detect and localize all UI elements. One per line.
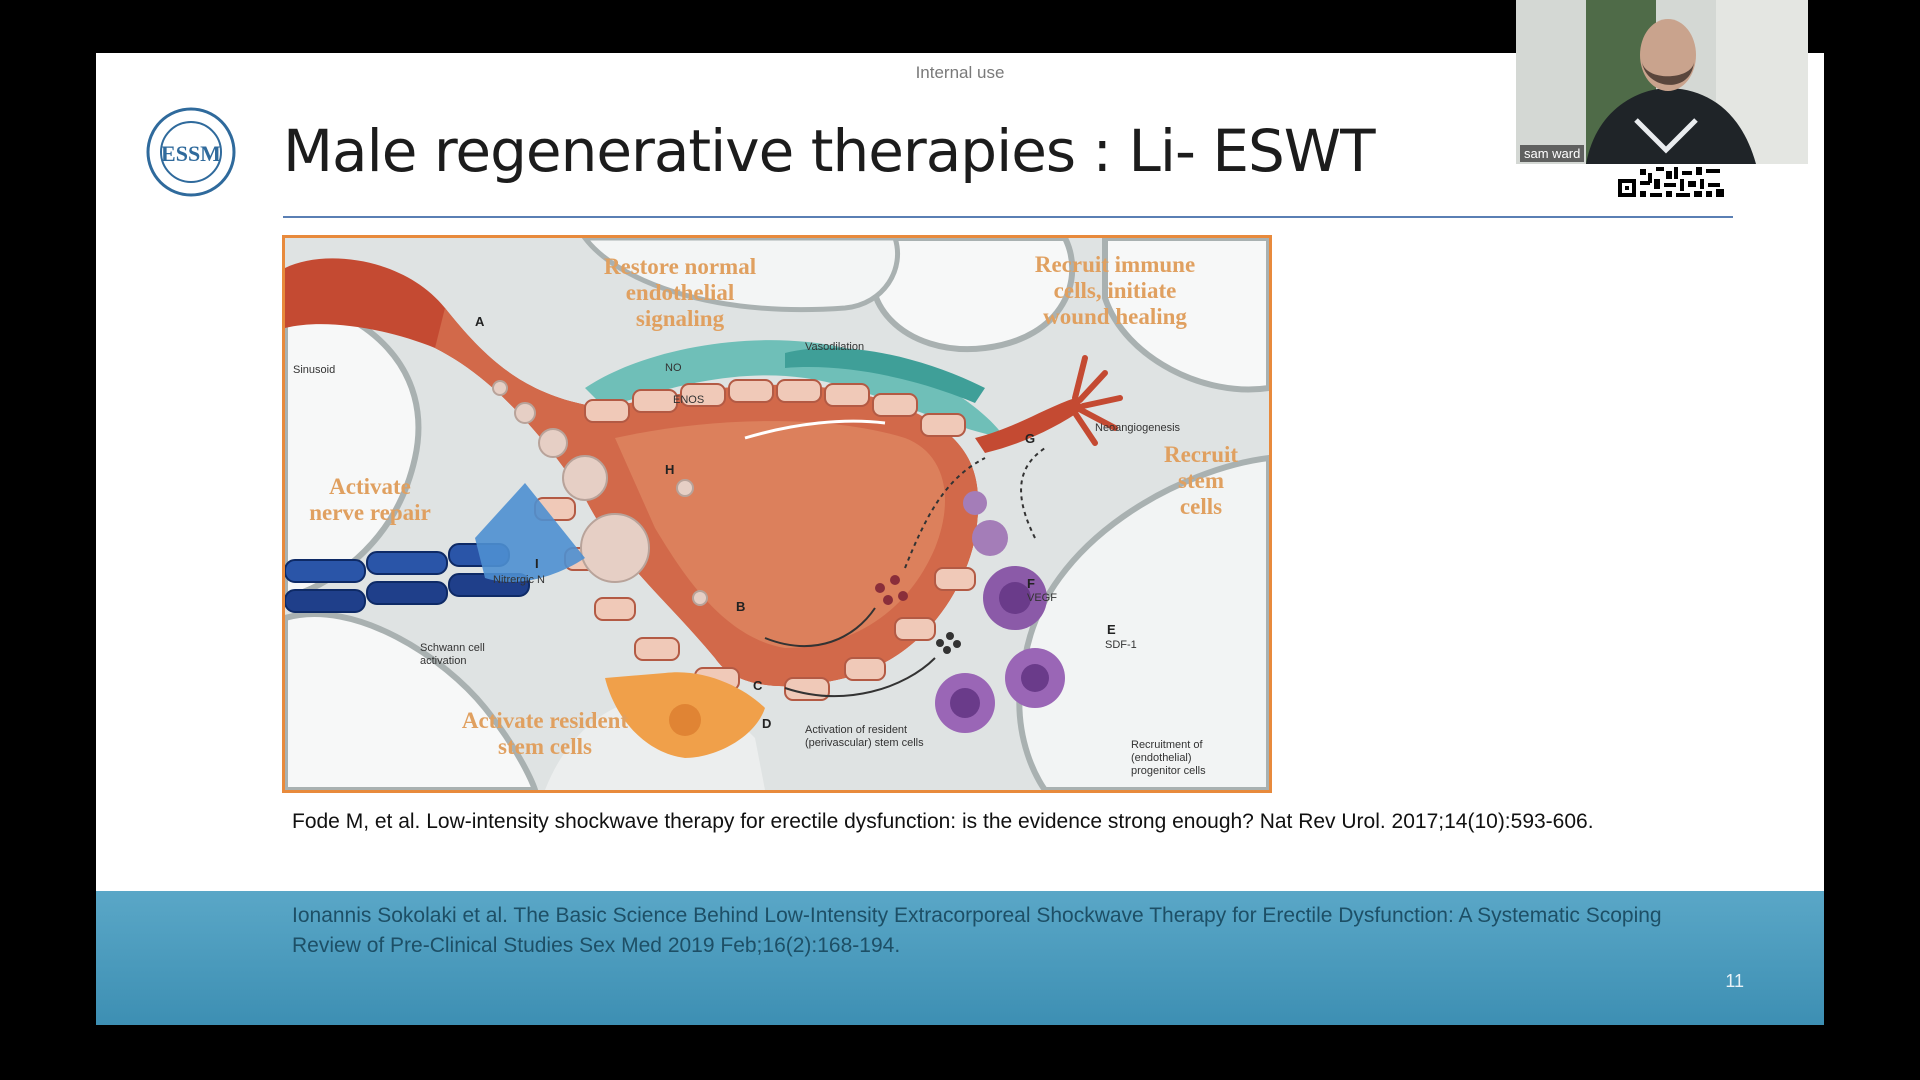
heading-stem-3: cells: [1180, 494, 1222, 519]
marker-c: C: [753, 678, 763, 693]
classification-label: Internal use: [915, 63, 1005, 82]
label-nitrergic: Nitrergic N: [493, 574, 545, 586]
qr-code: [1616, 165, 1728, 199]
label-vasodilation: Vasodilation: [805, 341, 864, 353]
marker-d: D: [762, 716, 771, 731]
marker-g: G: [1025, 431, 1035, 446]
title-divider: [283, 216, 1733, 218]
heading-resident-2: stem cells: [498, 734, 592, 759]
heading-nerve-2: nerve repair: [309, 500, 431, 525]
presentation-slide: Internal use ESSM Male regenerative ther…: [96, 53, 1824, 1025]
label-recruitment-3: progenitor cells: [1131, 765, 1206, 777]
label-schwann-2: activation: [420, 655, 466, 667]
participant-name: sam ward: [1520, 145, 1585, 162]
label-enos: ENOS: [673, 394, 704, 406]
heading-immune-3: wound healing: [1043, 304, 1187, 329]
heading-stem-2: stem: [1178, 468, 1224, 493]
heading-endothelial-1: Restore normal: [604, 254, 756, 279]
reference-text: Ionannis Sokolaki et al. The Basic Scien…: [292, 904, 1662, 957]
label-vegf: VEGF: [1027, 592, 1057, 604]
marker-e: E: [1107, 622, 1116, 637]
reference-band: Ionannis Sokolaki et al. The Basic Scien…: [96, 891, 1824, 1025]
marker-i: I: [535, 556, 539, 571]
heading-immune-1: Recruit immune: [1035, 252, 1195, 277]
slide-title: Male regenerative therapies : Li- ESWT: [283, 117, 1376, 185]
essm-logo: ESSM: [146, 107, 236, 197]
heading-immune-2: cells, initiate: [1054, 278, 1177, 303]
heading-endothelial-2: endothelial: [626, 280, 735, 305]
label-sdf: SDF-1: [1105, 639, 1137, 651]
figure-citation: Fode M, et al. Low-intensity shockwave t…: [292, 810, 1594, 833]
label-schwann-1: Schwann cell: [420, 642, 485, 654]
participant-video: [1516, 0, 1808, 164]
marker-b: B: [736, 599, 745, 614]
li-eswt-mechanism-figure: Restore normal endothelial signaling Rec…: [282, 235, 1272, 793]
heading-endothelial-3: signaling: [636, 306, 725, 331]
label-recruitment-2: (endothelial): [1131, 752, 1192, 764]
label-resident-2: (perivascular) stem cells: [805, 737, 924, 749]
heading-resident-1: Activate resident: [462, 708, 629, 733]
label-resident-1: Activation of resident: [805, 724, 907, 736]
svg-text:ESSM: ESSM: [161, 141, 221, 166]
marker-f: F: [1027, 576, 1035, 591]
label-recruitment-1: Recruitment of: [1131, 739, 1203, 751]
label-sinusoid: Sinusoid: [293, 364, 335, 376]
label-neoangiogenesis: Neoangiogenesis: [1095, 422, 1181, 434]
heading-nerve-1: Activate: [329, 474, 411, 499]
marker-a: A: [475, 314, 485, 329]
marker-h: H: [665, 462, 674, 477]
label-no: NO: [665, 362, 682, 374]
participant-video-tile[interactable]: sam ward: [1516, 0, 1808, 164]
heading-stem-1: Recruit: [1164, 442, 1238, 467]
page-number: 11: [1725, 971, 1744, 991]
